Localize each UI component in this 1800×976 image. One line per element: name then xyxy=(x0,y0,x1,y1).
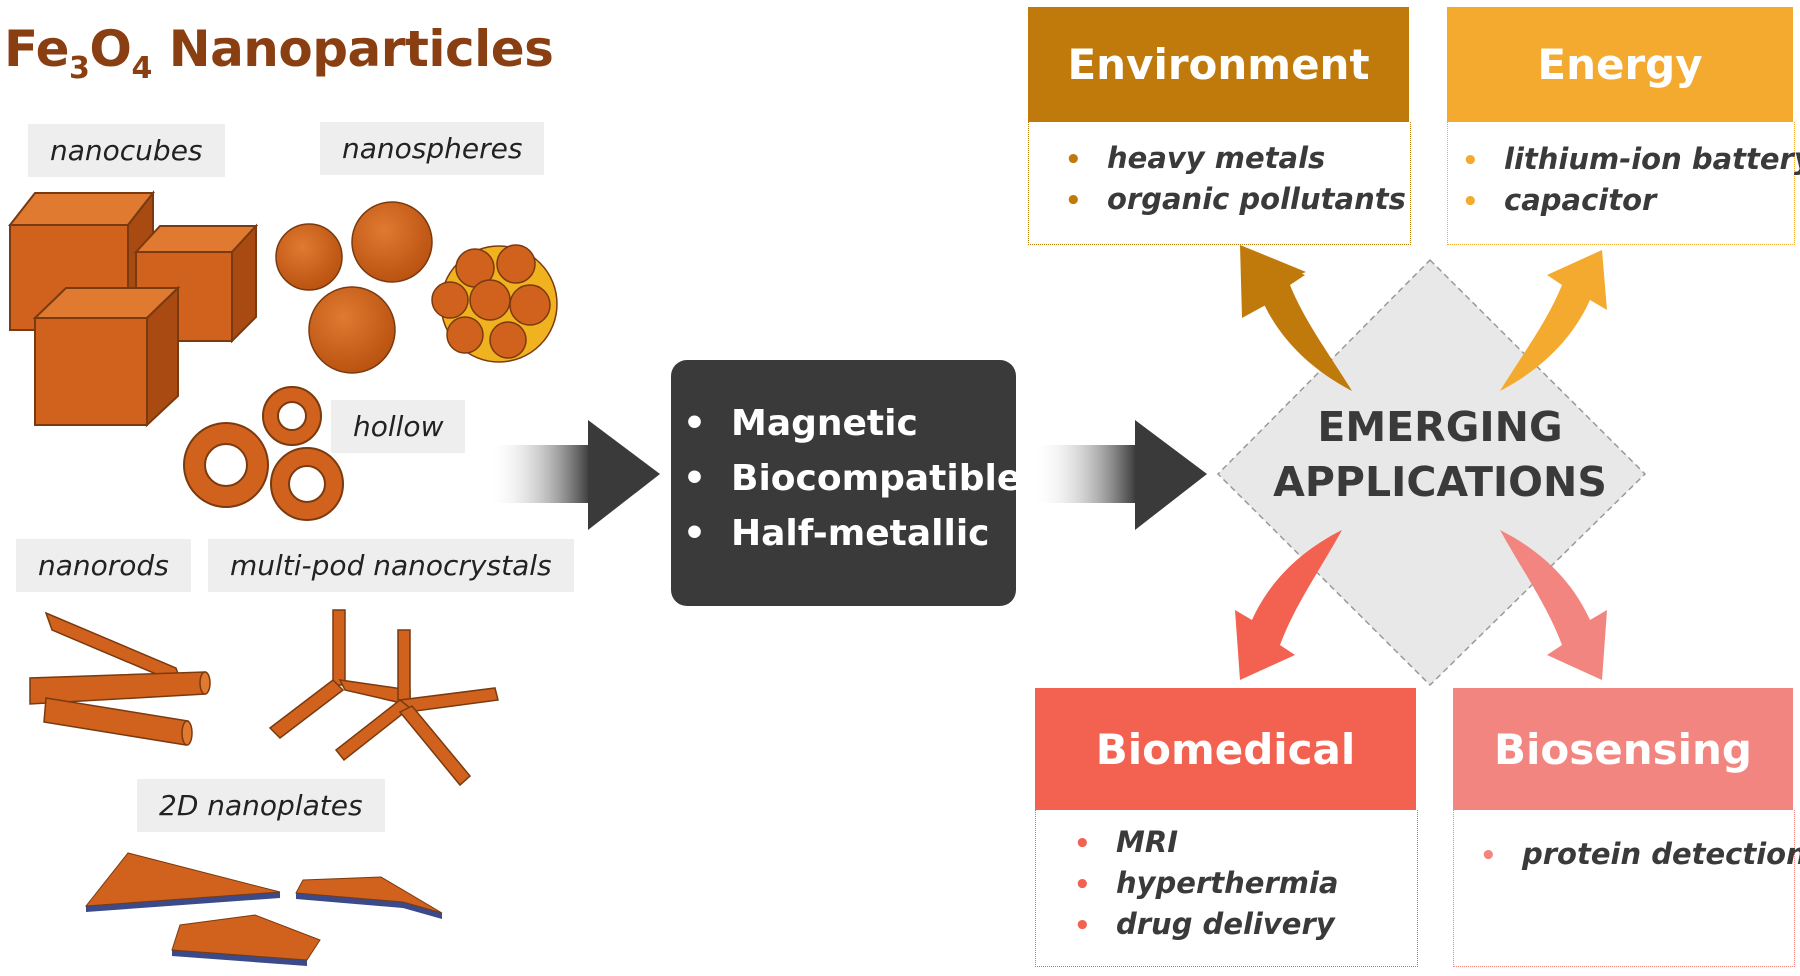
biomedical-body: •MRI •hyperthermia •drug delivery xyxy=(1035,810,1418,967)
nanocubes-graphic xyxy=(7,190,259,428)
biosensing-body: •protein detection xyxy=(1453,810,1800,967)
nanoplates-graphic xyxy=(84,852,443,966)
multipod-graphic xyxy=(268,609,499,787)
label-nanoplates: 2D nanoplates xyxy=(137,779,385,832)
environment-header: Environment xyxy=(1028,7,1409,122)
label-nanorods: nanorods xyxy=(16,539,191,592)
nanospheres-graphic xyxy=(275,201,558,374)
environment-item: •heavy metals xyxy=(1065,141,1326,175)
property-item: •Magnetic xyxy=(683,403,918,444)
label-hollow: hollow xyxy=(331,400,466,453)
label-multipod: multi-pod nanocrystals xyxy=(208,539,574,592)
label-nanocubes: nanocubes xyxy=(28,124,225,177)
property-item: •Half-metallic xyxy=(683,513,990,554)
biomedical-item: •drug delivery xyxy=(1074,907,1335,941)
arrow-to-applications xyxy=(1033,420,1207,530)
energy-body: •lithium-ion battery •capacitor xyxy=(1447,122,1800,245)
figure-title: Fe3O4 Nanoparticles xyxy=(4,20,554,86)
arrow-energy xyxy=(1500,250,1607,391)
arrow-environment xyxy=(1240,245,1352,391)
biomedical-item: •MRI xyxy=(1074,825,1178,859)
biosensing-header: Biosensing xyxy=(1453,688,1793,810)
hollow-graphic xyxy=(182,386,345,521)
property-item: •Biocompatible xyxy=(683,458,1022,499)
energy-item: •capacitor xyxy=(1462,183,1657,217)
energy-item: •lithium-ion battery xyxy=(1462,142,1800,176)
nanorods-graphic xyxy=(29,611,211,746)
arrow-biosensing xyxy=(1500,530,1607,680)
environment-body: •heavy metals •organic pollutants xyxy=(1028,122,1411,245)
arrow-biomedical xyxy=(1235,530,1342,680)
arrow-to-properties xyxy=(488,420,660,530)
emerging-applications-text: EMERGING APPLICATIONS xyxy=(1273,403,1607,506)
environment-item: •organic pollutants xyxy=(1065,182,1406,216)
biomedical-header: Biomedical xyxy=(1035,688,1416,810)
energy-header: Energy xyxy=(1447,7,1793,122)
properties-box: •Magnetic •Biocompatible •Half-metallic xyxy=(671,360,1022,606)
biomedical-item: •hyperthermia xyxy=(1074,866,1339,900)
biosensing-item: •protein detection xyxy=(1480,837,1800,871)
label-nanospheres: nanospheres xyxy=(320,122,545,175)
